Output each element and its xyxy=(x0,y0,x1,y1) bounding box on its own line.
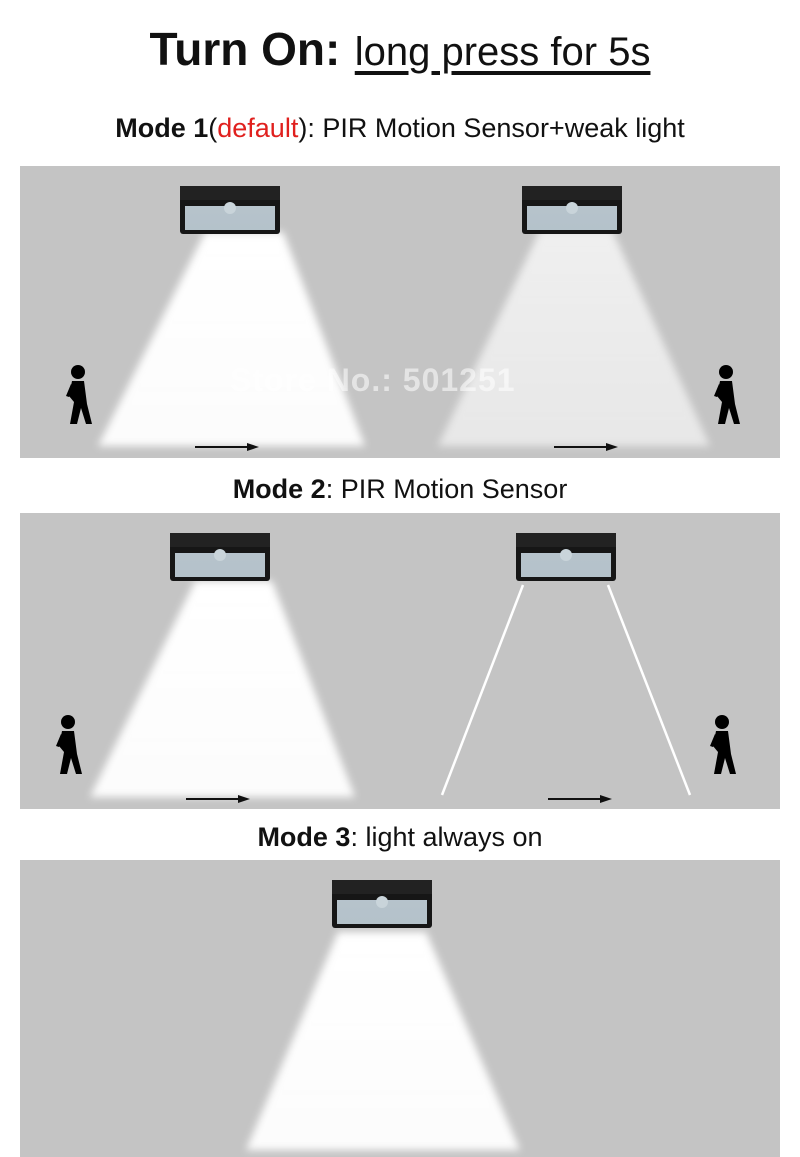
mode-1-heading: Mode 1(default): PIR Motion Sensor+weak … xyxy=(115,113,685,143)
light-beam-weak xyxy=(438,230,710,446)
solar-lamp-icon xyxy=(180,186,280,234)
mode-2-panel xyxy=(20,513,780,809)
walking-person-icon xyxy=(66,365,92,424)
light-beam-strong xyxy=(98,232,365,446)
title-instruction: long press for 5s xyxy=(354,30,651,74)
mode-1-description: : PIR Motion Sensor+weak light xyxy=(307,113,685,143)
light-beam-strong xyxy=(90,581,355,797)
title-bold: Turn On: xyxy=(149,23,341,75)
solar-lamp-icon xyxy=(332,880,432,928)
walking-person-icon xyxy=(710,715,736,774)
mode-1-default-tag: default xyxy=(217,113,299,143)
light-beam-strong xyxy=(246,932,520,1150)
mode-1-panel xyxy=(20,166,780,458)
mode-3-label: Mode 3 xyxy=(257,822,351,852)
solar-lamp-icon xyxy=(516,533,616,581)
walking-person-icon xyxy=(56,715,82,774)
mode-2-heading: Mode 2: PIR Motion Sensor xyxy=(0,474,800,505)
mode-3-heading: Mode 3: light always on xyxy=(0,822,800,853)
mode-2-description: : PIR Motion Sensor xyxy=(325,474,568,504)
mode-1-label: Mode 1 xyxy=(115,113,209,143)
beam-edge-right xyxy=(606,584,692,796)
arrow-right-icon xyxy=(547,794,613,804)
mode-2-label: Mode 2 xyxy=(232,474,326,504)
solar-lamp-icon xyxy=(522,186,622,234)
mode-3-description: : light always on xyxy=(350,822,543,852)
page-title: Turn On: long press for 5s xyxy=(0,22,800,76)
walking-person-icon xyxy=(714,365,740,424)
beam-edge-left xyxy=(440,584,525,796)
solar-lamp-icon xyxy=(170,533,270,581)
store-watermark: Store No.: 501251 xyxy=(230,362,516,398)
mode-3-panel xyxy=(20,860,780,1157)
